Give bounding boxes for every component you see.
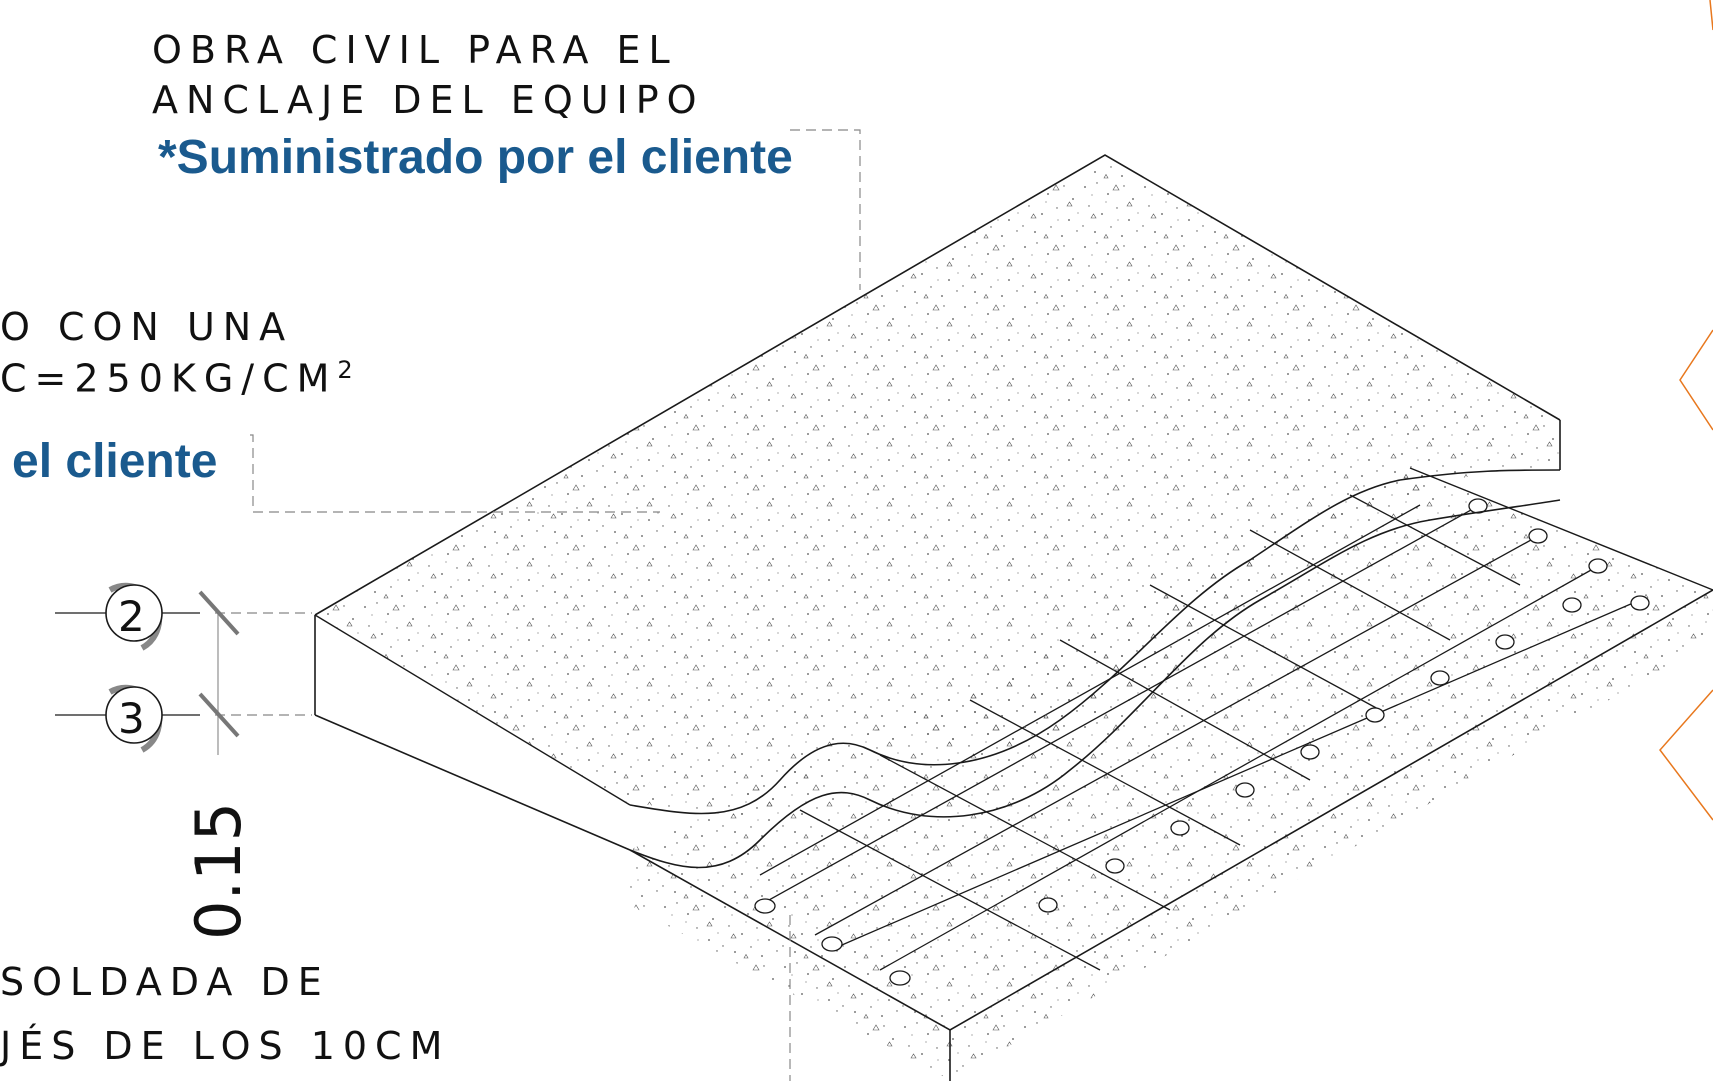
lower-slab bbox=[629, 467, 1713, 1081]
mesh-spec-line-2: JÉS DE LOS 10CM bbox=[0, 1024, 451, 1068]
upper-slab bbox=[314, 154, 1561, 869]
orange-accent bbox=[1659, 0, 1713, 821]
marker-number-2: 2 bbox=[118, 592, 145, 641]
supplied-by-client-top: *Suministrado por el cliente bbox=[158, 131, 793, 184]
title-line-1: OBRA CIVIL PARA EL bbox=[152, 28, 678, 72]
leader-lines bbox=[215, 129, 861, 1081]
squared-superscript: 2 bbox=[337, 356, 353, 384]
dimension-line bbox=[55, 590, 240, 755]
supplied-by-client-mid: el cliente bbox=[12, 435, 218, 488]
dimension-label: 0.15 bbox=[182, 801, 255, 940]
level-marker-3 bbox=[105, 684, 163, 753]
title-line-2: ANCLAJE DEL EQUIPO bbox=[152, 78, 705, 122]
concrete-spec-line-1: O CON UNA bbox=[0, 305, 294, 349]
marker-number-3: 3 bbox=[118, 694, 145, 743]
level-marker-2 bbox=[105, 582, 163, 651]
concrete-strength: C=250KG/CM bbox=[0, 356, 338, 401]
concrete-spec-line-2: C=250KG/CM2 bbox=[0, 356, 353, 401]
mesh-spec-line-1: SOLDADA DE bbox=[0, 960, 330, 1004]
